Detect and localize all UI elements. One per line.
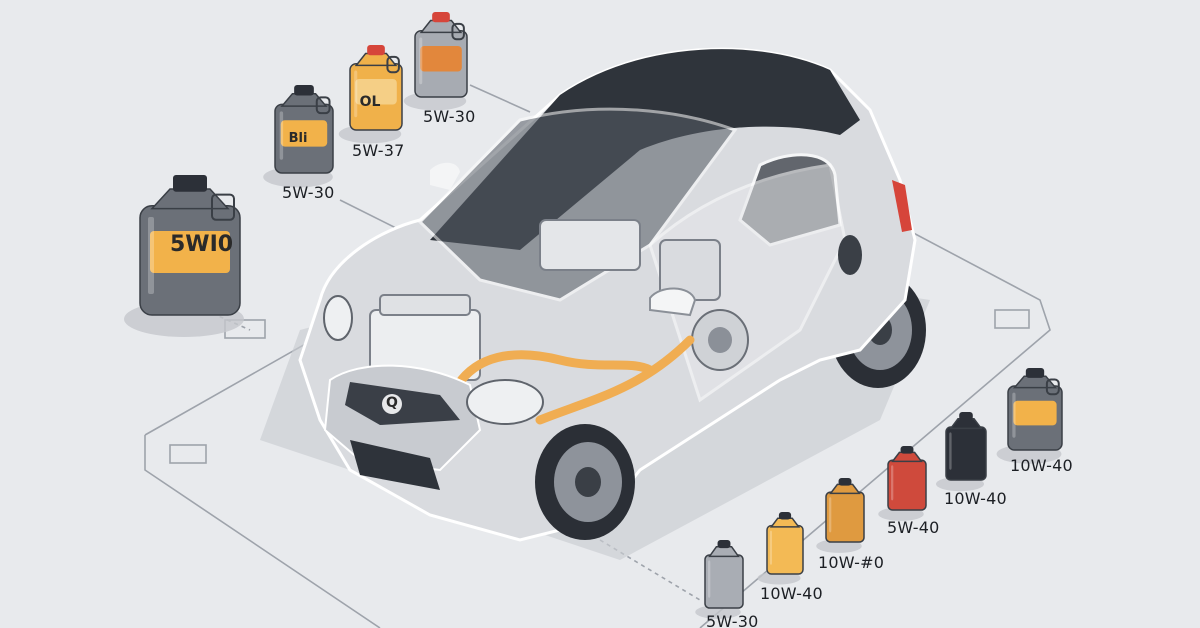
oil-bottle-bottom-5 — [936, 412, 987, 492]
bottle-shoulder — [150, 188, 230, 210]
label-left-mid: 5W-30 — [282, 183, 335, 202]
bottle-shoulder — [708, 546, 740, 558]
lower-intake — [350, 440, 440, 490]
right-headlight — [466, 379, 544, 425]
bottle-cap — [778, 512, 792, 520]
label-bottom-6: 10W-40 — [1010, 456, 1073, 475]
bottle-shoulder — [280, 93, 328, 107]
bottle-shadow — [757, 571, 801, 585]
oil-bottle-bottom-2 — [757, 512, 804, 585]
bottle-shoulder — [1012, 375, 1058, 389]
oil-bottle-bottom-1 — [695, 540, 744, 619]
bottle-highlight — [279, 111, 284, 160]
front-wheel — [535, 424, 635, 540]
bottle-shoulder — [949, 418, 983, 430]
bottle-handle — [451, 22, 465, 41]
bottle-highlight — [891, 465, 894, 501]
bottle-shoulder — [419, 19, 463, 34]
bottle-highlight — [829, 497, 832, 533]
left-headlight — [323, 295, 353, 341]
bottle-body — [825, 491, 865, 543]
tail-light — [892, 180, 912, 232]
bottle-cap — [294, 85, 314, 96]
bottle-highlight — [949, 432, 952, 470]
bottle-shoulder — [891, 451, 923, 463]
oil-bottle-bottom-6 — [996, 368, 1063, 464]
bottle-label-band — [150, 231, 230, 273]
badge-circle — [382, 394, 402, 414]
bottle-shoulder — [829, 483, 861, 495]
car-badge-letter: Q — [386, 395, 398, 411]
bottle-handle — [211, 193, 235, 221]
bottle-cap — [717, 540, 731, 549]
bottle-tag-left-big: 5WI0 — [170, 232, 234, 257]
label-bottom-1: 5W-30 — [706, 612, 759, 628]
bottle-highlight — [419, 37, 423, 85]
bottle-handle — [1045, 378, 1060, 396]
grille — [345, 382, 460, 425]
bottle-cap — [959, 412, 973, 421]
oil-bottle-bottom-3 — [816, 478, 865, 553]
bottle-cap — [173, 175, 207, 192]
windshield — [417, 107, 738, 302]
bottle-handle — [386, 55, 400, 74]
coolant-hoses — [445, 335, 695, 425]
oil-bottle-left-mid — [263, 85, 334, 188]
oil-bottles — [124, 12, 1063, 619]
bottle-label-band — [420, 46, 462, 72]
bottle-highlight — [1012, 392, 1016, 438]
bottle-tag-top-orange: OL — [359, 94, 381, 110]
bottle-label-band — [355, 79, 397, 105]
bottle-shoulder — [769, 517, 801, 528]
bottle-body — [945, 426, 987, 481]
car — [298, 47, 926, 542]
oil-bottle-bottom-4 — [878, 446, 927, 521]
bottle-cap — [838, 478, 852, 486]
bottle-handle — [315, 96, 331, 115]
bottle-body — [887, 459, 927, 511]
label-top-orange: 5W-37 — [352, 141, 405, 160]
bottle-cap — [1025, 368, 1045, 378]
label-bottom-5: 10W-40 — [944, 489, 1007, 508]
bottle-body — [766, 524, 804, 575]
bottle-shoulder — [354, 52, 398, 67]
bottle-cap — [900, 446, 914, 454]
oil-bottle-left-big — [124, 175, 244, 337]
bottle-tag-left-mid: Bli — [288, 131, 308, 146]
bottle-body — [704, 554, 744, 609]
wheel-arch — [838, 235, 862, 275]
bottle-cap — [432, 12, 450, 23]
bottle-highlight — [769, 530, 773, 565]
bottle-label-band — [280, 120, 328, 147]
engine-block — [369, 219, 749, 381]
label-bottom-4: 5W-40 — [887, 518, 940, 537]
bottle-highlight — [148, 217, 154, 294]
side-mirror — [649, 287, 697, 317]
oil-bottle-top-orange — [338, 45, 403, 144]
bottle-highlight — [354, 70, 358, 118]
label-top-grey: 5W-30 — [423, 107, 476, 126]
label-bottom-3: 10W-#0 — [818, 553, 885, 572]
bottle-highlight — [708, 560, 711, 598]
left-mirror — [430, 162, 460, 190]
label-bottom-2: 10W-40 — [760, 584, 823, 603]
bottle-label-band — [1013, 400, 1057, 426]
bottle-cap — [367, 45, 385, 56]
oil-bottle-top-grey — [403, 12, 468, 111]
